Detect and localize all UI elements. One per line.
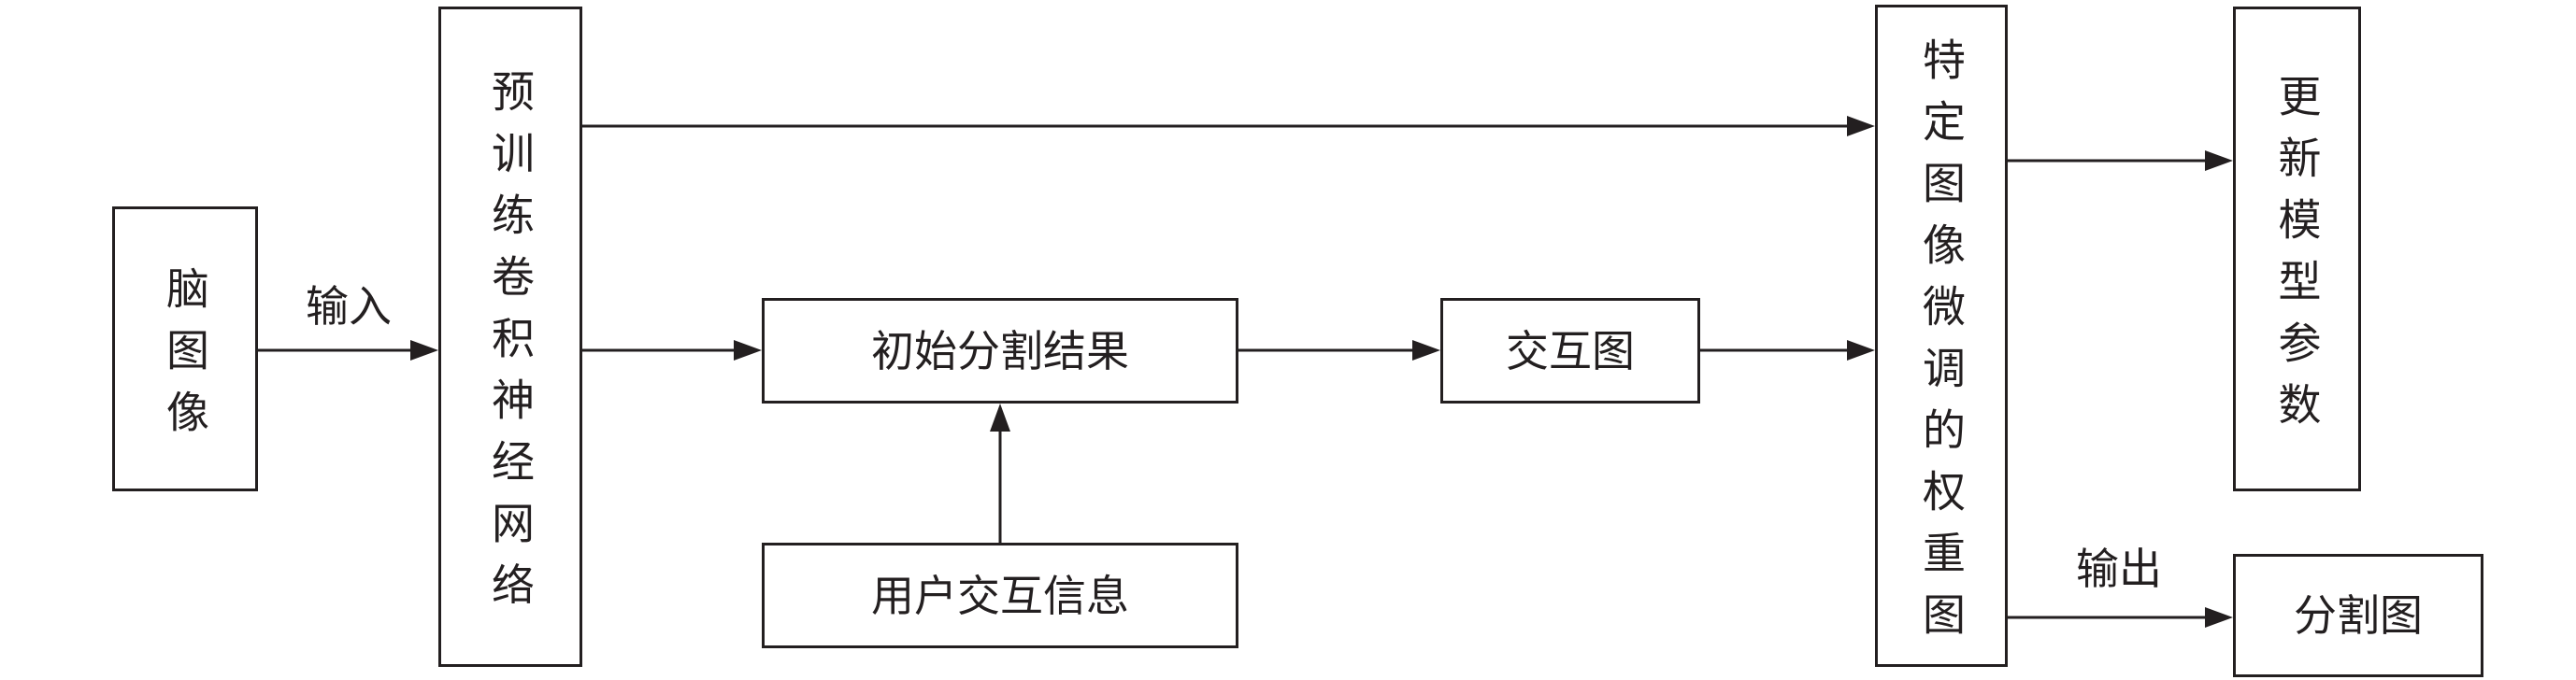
node-pretrained-cnn-label: 预训练卷积神经网络 — [485, 68, 536, 624]
arrow-user-to-initial-segmentation — [990, 404, 1010, 543]
node-user-interaction-label: 用户交互信息 — [871, 570, 1129, 621]
arrow-brain-to-cnn — [258, 340, 438, 361]
edge-label-input: 输入 — [306, 281, 392, 332]
node-interaction-map-label: 交互图 — [1506, 325, 1635, 376]
node-segmentation-map: 分割图 — [2233, 554, 2483, 677]
node-brain-image: 脑图像 — [112, 206, 258, 491]
node-pretrained-cnn: 预训练卷积神经网络 — [438, 7, 582, 667]
node-initial-segmentation: 初始分割结果 — [762, 298, 1238, 404]
edge-label-output: 输出 — [2076, 544, 2162, 594]
node-user-interaction: 用户交互信息 — [762, 543, 1238, 648]
node-interaction-map: 交互图 — [1440, 298, 1700, 404]
node-image-specific-weight-map-label: 特定图像微调的权重图 — [1916, 36, 1967, 654]
arrow-weight-map-to-segmentation — [2008, 607, 2233, 628]
node-segmentation-map-label: 分割图 — [2294, 590, 2423, 641]
arrow-interaction-map-to-weight-map — [1700, 340, 1875, 361]
arrow-cnn-to-initial-segmentation — [582, 340, 762, 361]
arrow-weight-map-to-update-params — [2008, 150, 2233, 171]
node-initial-segmentation-label: 初始分割结果 — [871, 325, 1129, 376]
arrow-cnn-to-weight-map — [582, 116, 1875, 136]
node-image-specific-weight-map: 特定图像微调的权重图 — [1875, 5, 2008, 667]
arrow-initial-to-interaction-map — [1238, 340, 1440, 361]
node-update-model-params: 更新模型参数 — [2233, 7, 2361, 491]
node-brain-image-label: 脑图像 — [160, 265, 210, 451]
node-update-model-params-label: 更新模型参数 — [2271, 73, 2323, 444]
